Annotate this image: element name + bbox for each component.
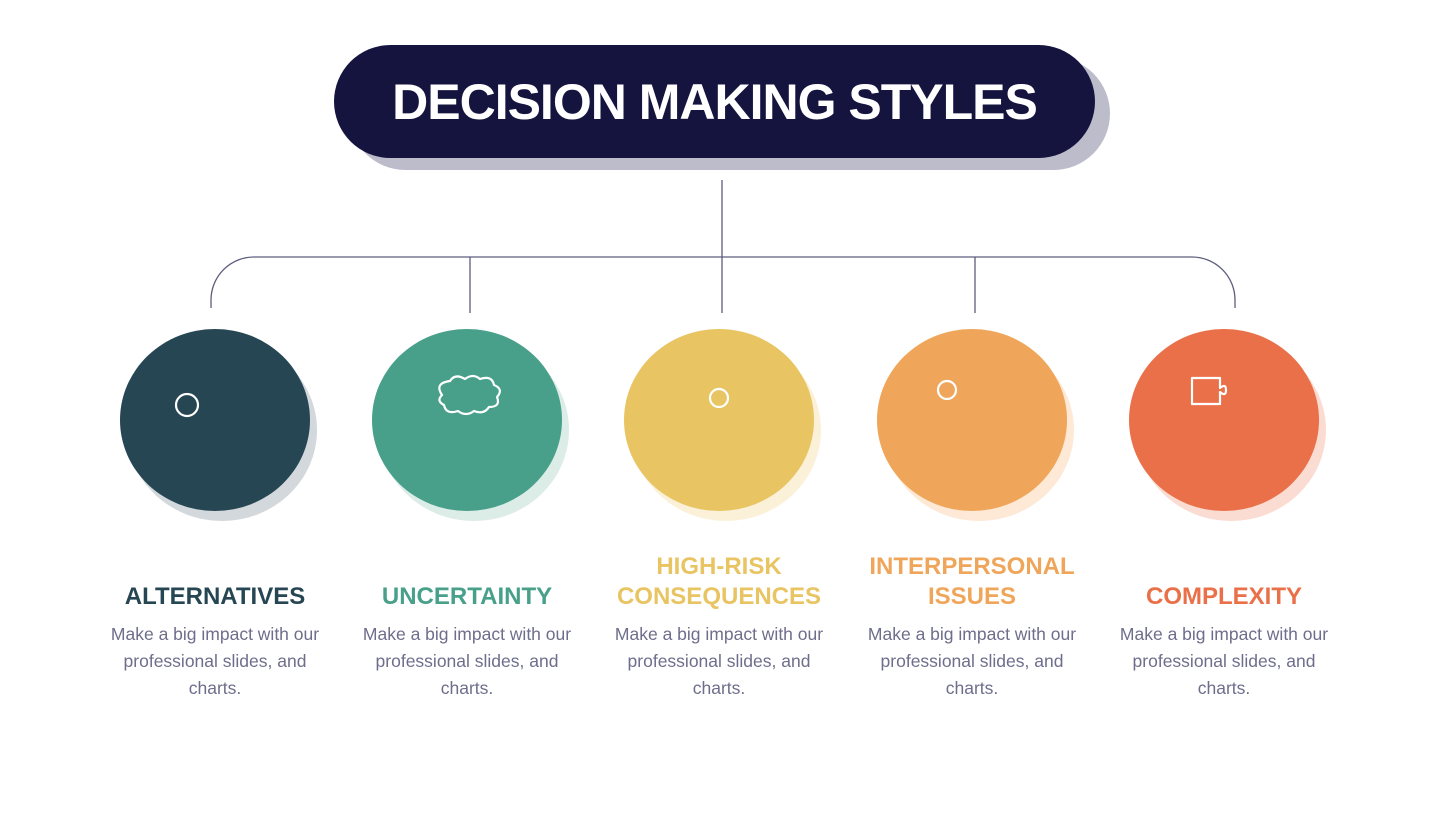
style-heading: HIGH-RISK CONSEQUENCES bbox=[589, 548, 849, 612]
style-heading: ALTERNATIVES bbox=[85, 548, 345, 612]
heading-line: HIGH-RISK bbox=[656, 553, 782, 580]
heading-line: UNCERTAINTY bbox=[381, 583, 553, 610]
style-description: Make a big impact with our professional … bbox=[867, 624, 1077, 698]
style-heading: INTERPERSONAL ISSUES bbox=[842, 548, 1102, 612]
person-thought-cloud-icon bbox=[438, 374, 501, 416]
people-exchange-icon bbox=[936, 379, 958, 401]
style-circle bbox=[120, 329, 310, 511]
heading-line: INTERPERSONAL bbox=[869, 553, 1075, 580]
heading-line: CONSEQUENCES bbox=[616, 583, 822, 610]
page-title: DECISION MAKING STYLES bbox=[334, 45, 1095, 158]
heading-line: ALTERNATIVES bbox=[124, 583, 306, 610]
heading-line: ISSUES bbox=[927, 583, 1017, 610]
style-heading: COMPLEXITY bbox=[1094, 548, 1354, 612]
style-description: Make a big impact with our professional … bbox=[1119, 624, 1329, 698]
style-circle bbox=[1129, 329, 1319, 511]
heading-line: COMPLEXITY bbox=[1145, 583, 1302, 610]
style-circle bbox=[877, 329, 1067, 511]
style-circle bbox=[624, 329, 814, 511]
people-lightbulbs-icon bbox=[174, 392, 200, 418]
style-heading: UNCERTAINTY bbox=[337, 548, 597, 612]
style-description: Make a big impact with our professional … bbox=[614, 624, 824, 698]
connector-bar bbox=[210, 256, 1236, 308]
style-description: Make a big impact with our professional … bbox=[110, 624, 320, 698]
team-puzzle-icon bbox=[1190, 376, 1228, 406]
style-circle bbox=[372, 329, 562, 511]
style-description: Make a big impact with our professional … bbox=[362, 624, 572, 698]
meeting-idea-icon bbox=[708, 387, 730, 409]
